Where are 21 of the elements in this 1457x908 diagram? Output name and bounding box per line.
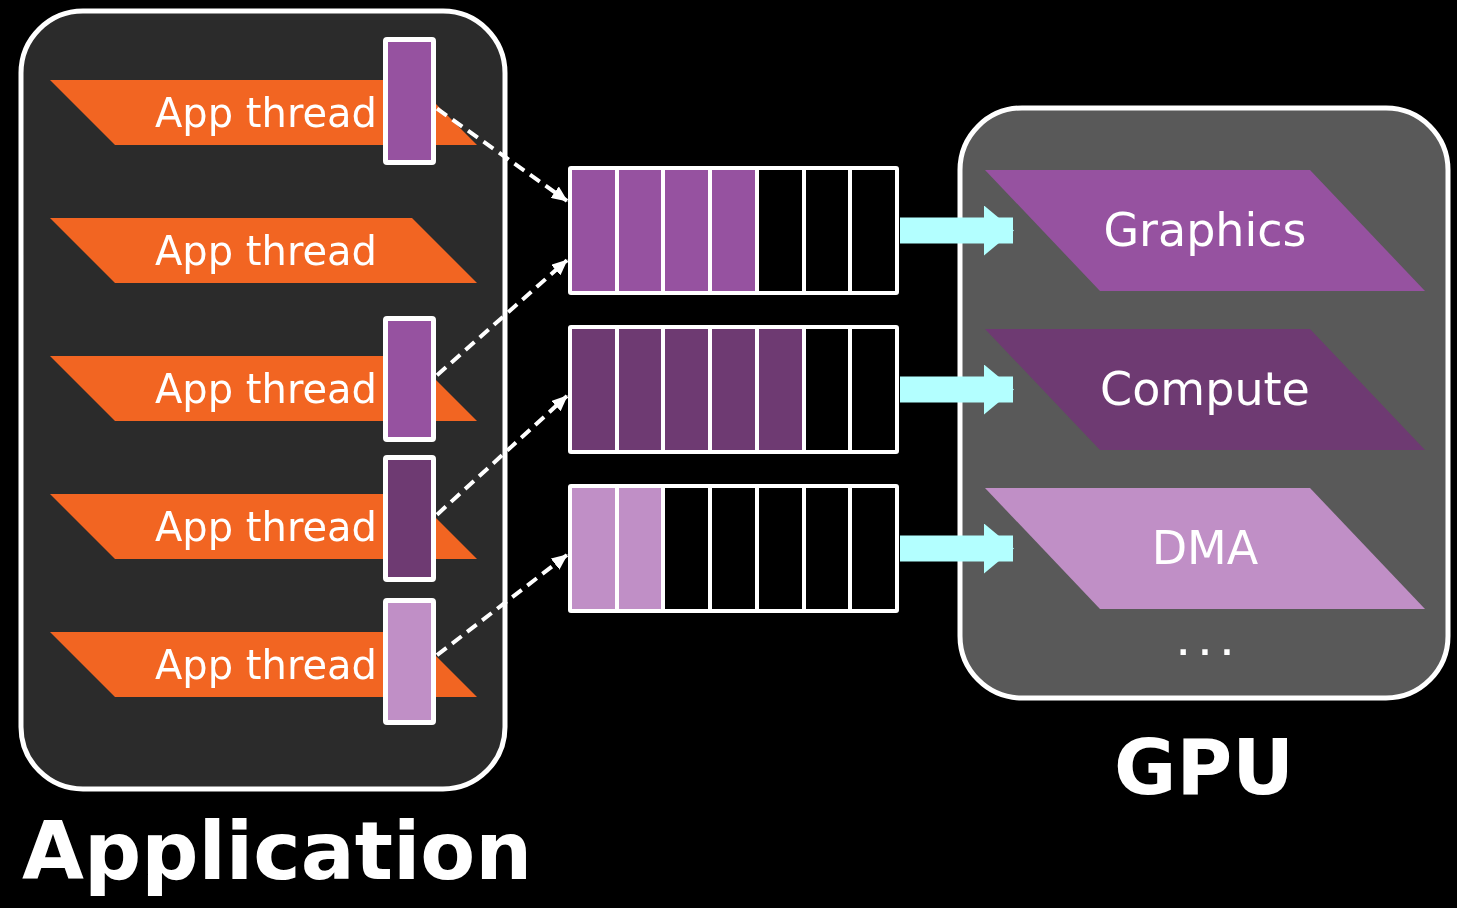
command-queue <box>568 484 899 613</box>
engine-label: DMA <box>1150 524 1260 571</box>
command-queue <box>568 325 899 454</box>
block-arrow <box>900 205 1014 256</box>
ellipsis-text: . . . <box>1176 630 1234 660</box>
engine-banner <box>985 329 1425 450</box>
command-buffer <box>383 37 436 165</box>
panel-heading: GPU <box>1113 730 1295 806</box>
command-queue <box>568 166 899 295</box>
command-buffer <box>383 598 436 725</box>
block-arrow <box>900 364 1014 415</box>
dashed-arrow <box>435 107 569 203</box>
dashed-arrow <box>435 394 569 517</box>
thread-banner <box>50 218 477 283</box>
engine-banner <box>985 170 1425 291</box>
command-buffer <box>383 455 436 582</box>
block-arrow <box>900 523 1014 574</box>
engine-banner <box>985 488 1425 609</box>
command-buffer <box>383 316 436 442</box>
dashed-arrow <box>435 553 569 657</box>
dashed-arrow <box>435 258 569 377</box>
